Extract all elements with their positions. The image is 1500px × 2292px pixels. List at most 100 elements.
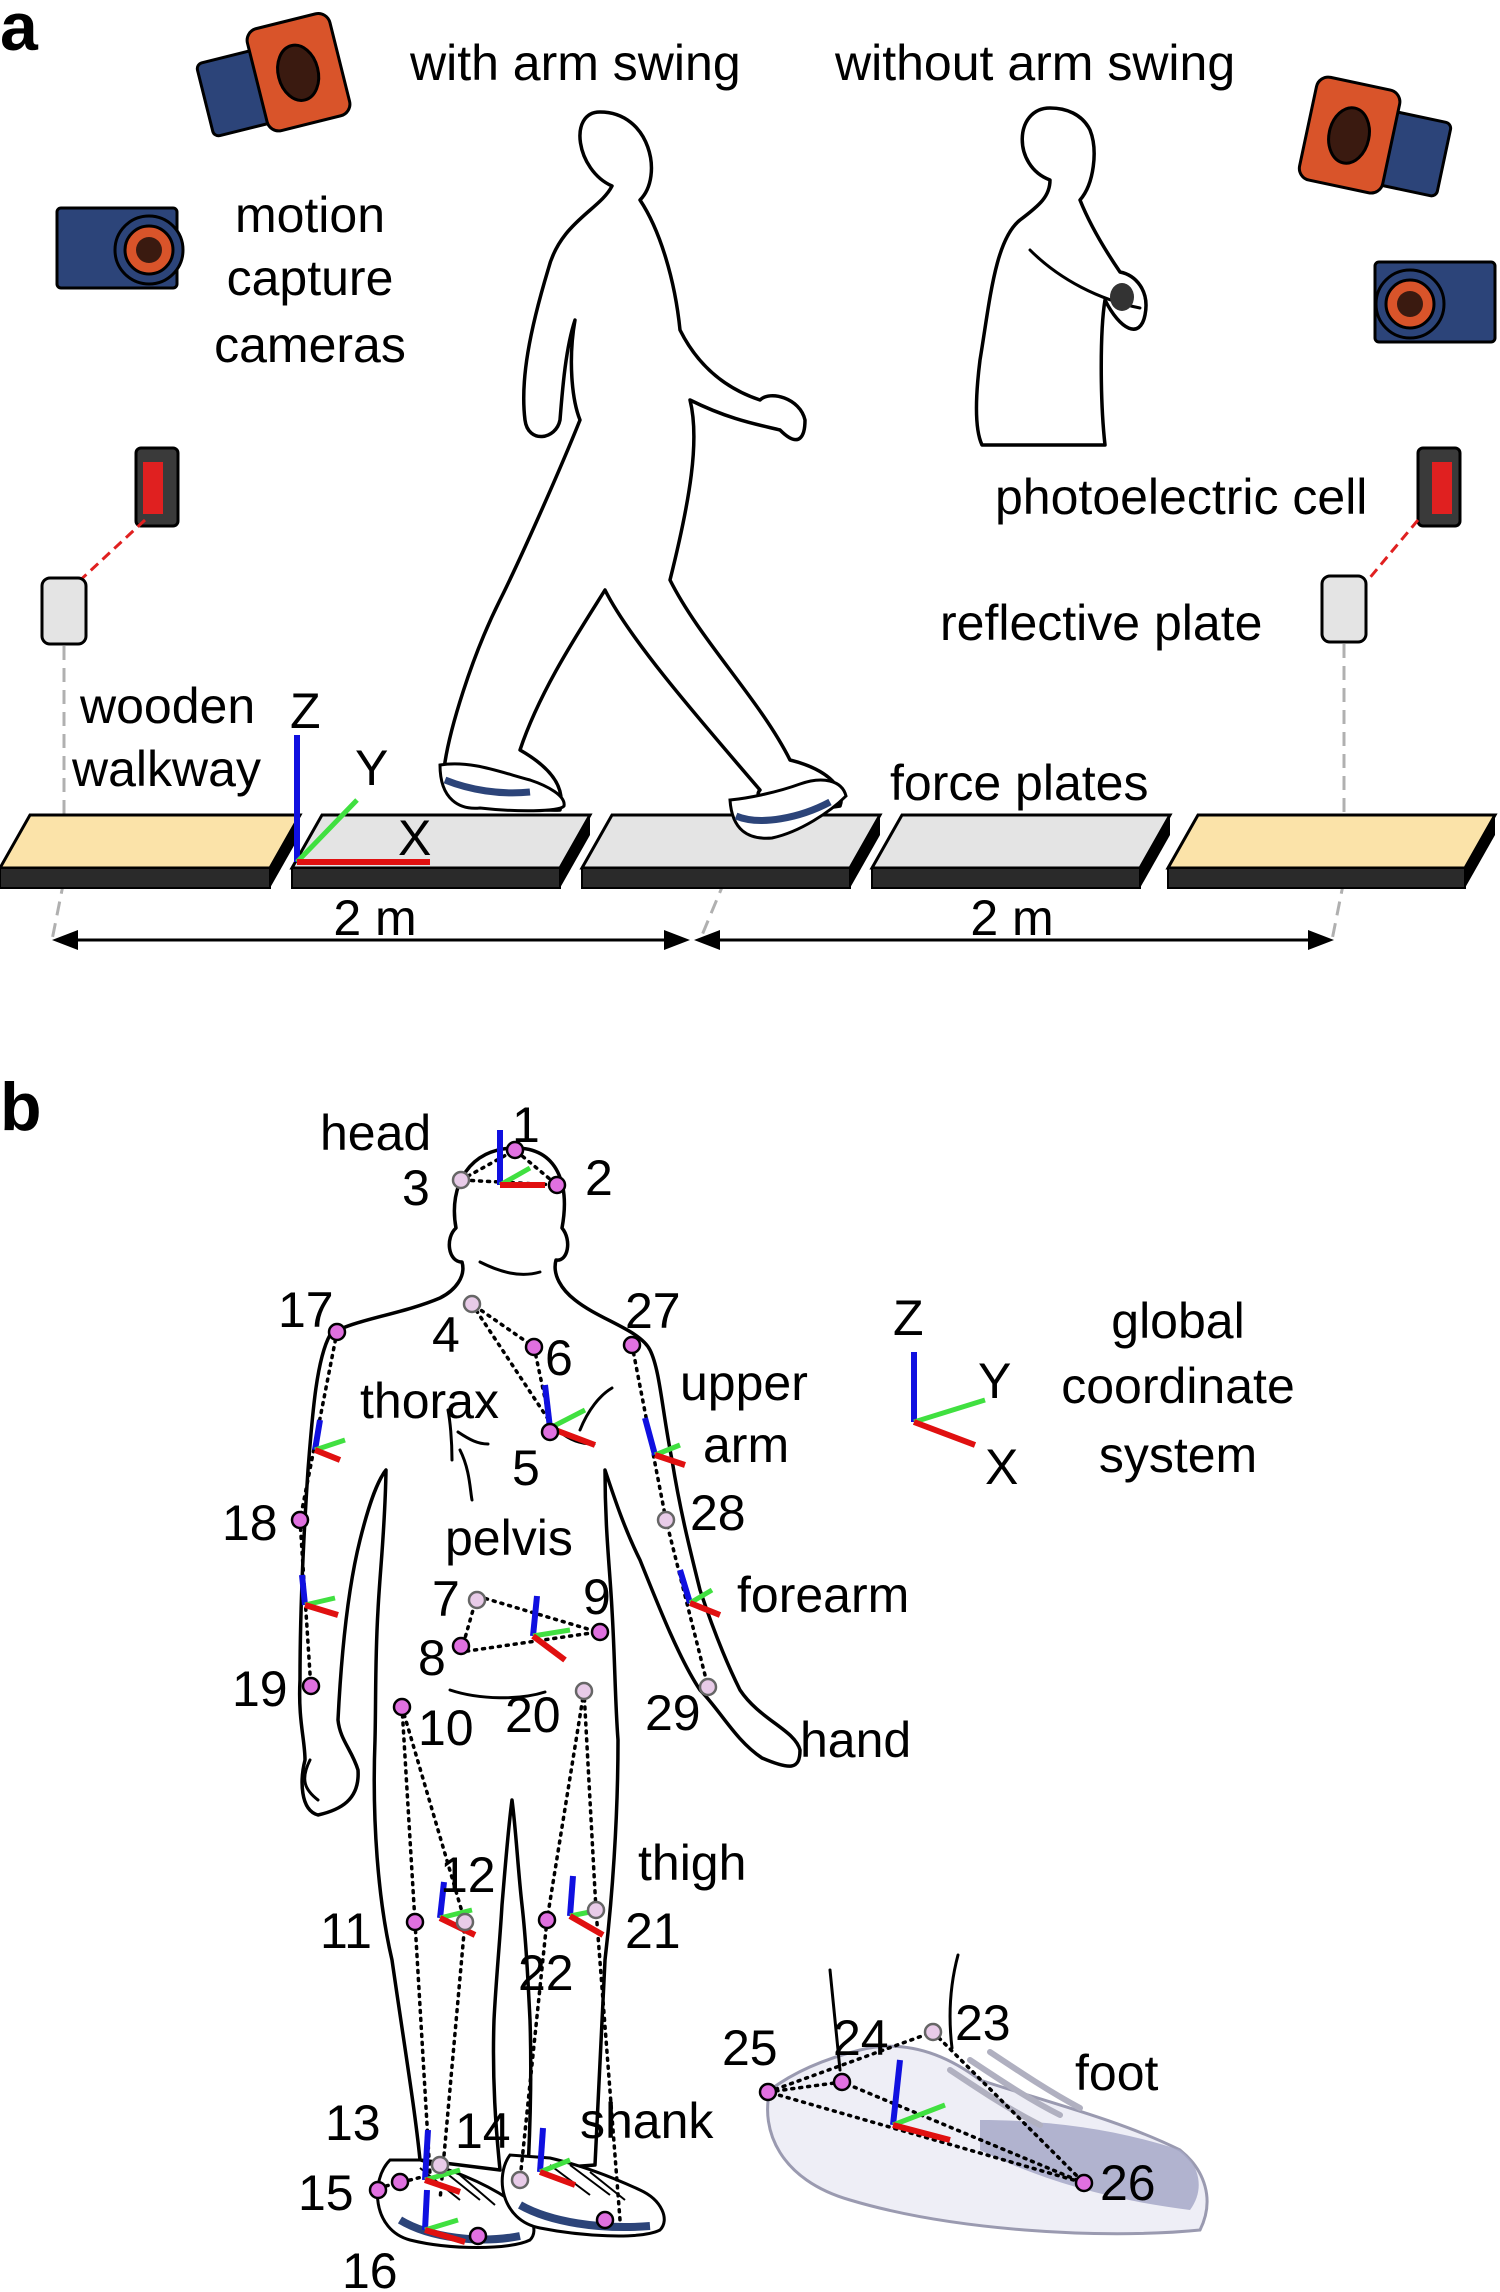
marker-number-13: 13 — [325, 2095, 381, 2151]
camera-icon — [57, 208, 183, 288]
global-axis-y-label: Y — [978, 1353, 1011, 1409]
photoelectric-cell-label: photoelectric cell — [995, 469, 1367, 525]
marker-number-23: 23 — [955, 1995, 1011, 2051]
marker-number-5: 5 — [512, 1440, 540, 1496]
distance-right-label: 2 m — [970, 890, 1053, 946]
marker-number-8: 8 — [418, 1630, 446, 1686]
marker-number-29: 29 — [645, 1685, 701, 1741]
marker-shank-right — [512, 2172, 528, 2188]
marker-number-2: 2 — [585, 1150, 613, 1206]
camera-icon — [191, 11, 352, 147]
walkway-label-line1: wooden — [79, 678, 255, 734]
marker-number-15: 15 — [298, 2165, 354, 2221]
marker-7 — [469, 1592, 485, 1608]
marker-16 — [470, 2228, 486, 2244]
segment-label-head: head — [320, 1105, 431, 1161]
global-cs-label-line3: system — [1099, 1427, 1257, 1483]
marker-number-1: 1 — [512, 1097, 540, 1153]
without-arm-swing-label: without arm swing — [834, 35, 1235, 91]
marker-11 — [407, 1914, 423, 1930]
marker-number-12: 12 — [440, 1847, 496, 1903]
marker-number-19: 19 — [232, 1661, 288, 1717]
walkway-axis-z-label: Z — [290, 683, 321, 739]
marker-24 — [834, 2074, 850, 2090]
photoelectric-cell-icon — [136, 448, 178, 526]
marker-number-28: 28 — [690, 1485, 746, 1541]
reflective-plate-label: reflective plate — [940, 595, 1262, 651]
marker-20 — [576, 1683, 592, 1699]
marker-12 — [457, 1914, 473, 1930]
marker-4 — [464, 1296, 480, 1312]
segment-label-pelvis: pelvis — [445, 1510, 573, 1566]
body-outline-figure — [300, 1148, 800, 2170]
marker-number-14: 14 — [455, 2103, 511, 2159]
marker-number-27: 27 — [625, 1283, 681, 1339]
marker-number-22: 22 — [518, 1945, 574, 2001]
distance-left-label: 2 m — [333, 890, 416, 946]
standing-person-figure — [976, 108, 1146, 445]
marker-number-7: 7 — [432, 1571, 460, 1627]
marker-21 — [588, 1902, 604, 1918]
segment-label-upper-arm-line2: arm — [703, 1417, 789, 1473]
marker-13 — [392, 2174, 408, 2190]
walkway-label-line2: walkway — [71, 741, 261, 797]
marker-19 — [303, 1678, 319, 1694]
force-plate — [582, 815, 880, 868]
marker-10 — [394, 1699, 410, 1715]
marker-number-26: 26 — [1100, 2155, 1156, 2211]
distance-dimension: 2 m 2 m — [52, 890, 1334, 950]
marker-15 — [370, 2182, 386, 2198]
marker-25 — [760, 2084, 776, 2100]
marker-6 — [526, 1339, 542, 1355]
global-axis-z-label: Z — [893, 1290, 924, 1346]
marker-26 — [1076, 2175, 1092, 2191]
global-cs-label-line2: coordinate — [1061, 1358, 1295, 1414]
marker-2 — [549, 1177, 565, 1193]
reflective-plate-icon — [1322, 576, 1366, 642]
segment-label-thorax: thorax — [360, 1373, 499, 1429]
marker-number-3: 3 — [402, 1160, 430, 1216]
marker-number-17: 17 — [278, 1282, 334, 1338]
photoelectric-cell-icon — [1418, 448, 1460, 526]
cameras-label-line2: capture — [227, 250, 394, 306]
marker-28 — [658, 1512, 674, 1528]
marker-9 — [592, 1624, 608, 1640]
marker-foot-right — [597, 2212, 613, 2228]
marker-5 — [542, 1424, 558, 1440]
force-plate — [872, 815, 1170, 868]
marker-number-16: 16 — [342, 2243, 398, 2292]
camera-icon — [1375, 262, 1495, 342]
marker-number-10: 10 — [418, 1700, 474, 1756]
marker-22 — [539, 1912, 555, 1928]
shoe-right — [502, 2155, 664, 2236]
marker-3 — [453, 1172, 469, 1188]
marker-27 — [624, 1337, 640, 1353]
segment-label-forearm: forearm — [737, 1567, 909, 1623]
laser-beam — [1368, 520, 1418, 580]
marker-number-25: 25 — [722, 2020, 778, 2076]
panel-b: b — [0, 1069, 1295, 2292]
camera-icon — [1297, 75, 1456, 207]
panel-a: a with arm swing without arm swing motio… — [0, 0, 1495, 950]
marker-number-11: 11 — [320, 1903, 372, 1959]
panel-b-label: b — [0, 1069, 42, 1145]
cameras-label-line3: cameras — [214, 317, 406, 373]
segment-label-thigh: thigh — [638, 1835, 746, 1891]
segment-label-shank: shank — [580, 2093, 714, 2149]
marker-23 — [925, 2024, 941, 2040]
global-axis-x-label: X — [985, 1439, 1018, 1495]
walkway-axis-y-label: Y — [355, 740, 388, 796]
marker-number-9: 9 — [583, 1569, 611, 1625]
walkway-axis-x-label: X — [398, 810, 431, 866]
marker-number-24: 24 — [833, 2010, 889, 2066]
marker-number-21: 21 — [625, 1903, 681, 1959]
global-coordinate-system: Z Y X global coordinate system — [893, 1290, 1295, 1495]
segment-label-upper-arm-line1: upper — [680, 1355, 808, 1411]
wooden-walkway-segment — [1168, 815, 1495, 868]
marker-8 — [453, 1638, 469, 1654]
segment-label-hand: hand — [800, 1712, 911, 1768]
laser-beam — [75, 520, 145, 585]
panel-a-label: a — [0, 0, 39, 65]
marker-18 — [292, 1512, 308, 1528]
force-plates-label: force plates — [890, 755, 1148, 811]
